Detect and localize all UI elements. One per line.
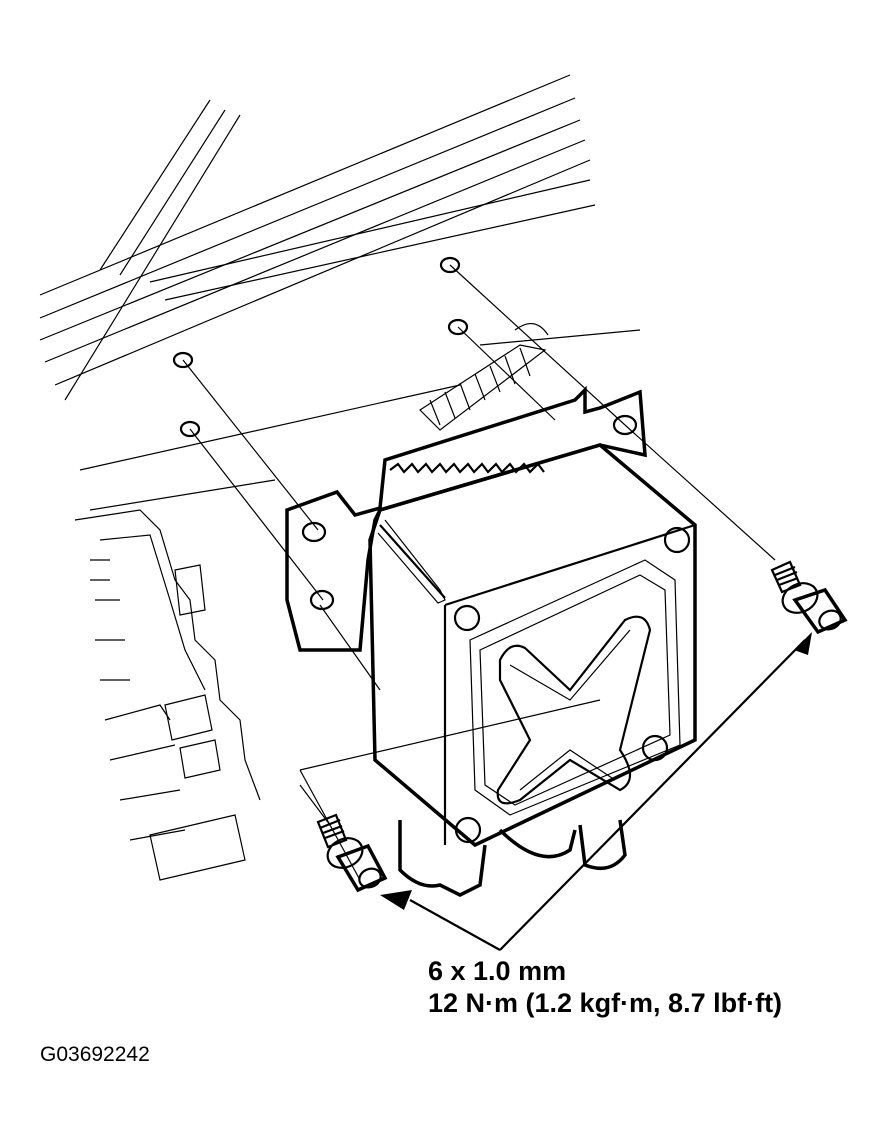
body-holes: [172, 256, 469, 438]
frame-outline: [74, 509, 261, 881]
arrow-head-right: [794, 632, 812, 655]
wire-harness: [419, 323, 549, 431]
alignment-lines: [182, 264, 776, 826]
arrow-head-left: [380, 890, 412, 910]
control-unit[interactable]: [368, 443, 697, 897]
bolt-left[interactable]: [316, 813, 388, 893]
leader-arrows: [380, 632, 812, 951]
bolt-right[interactable]: [770, 560, 848, 635]
bolt-size: 6 x 1.0 mm: [428, 956, 567, 986]
bracket-holes[interactable]: [301, 414, 638, 611]
bracket: [285, 385, 647, 652]
bolt-spec-label: 6 x 1.0 mm 12 N·m (1.2 kgf·m, 8.7 lbf·ft…: [428, 955, 782, 1019]
figure-id: G03692242: [40, 1043, 150, 1066]
body-panel-lines: [39, 74, 641, 881]
torque-spec: 12 N·m (1.2 kgf·m, 8.7 lbf·ft): [428, 988, 783, 1018]
